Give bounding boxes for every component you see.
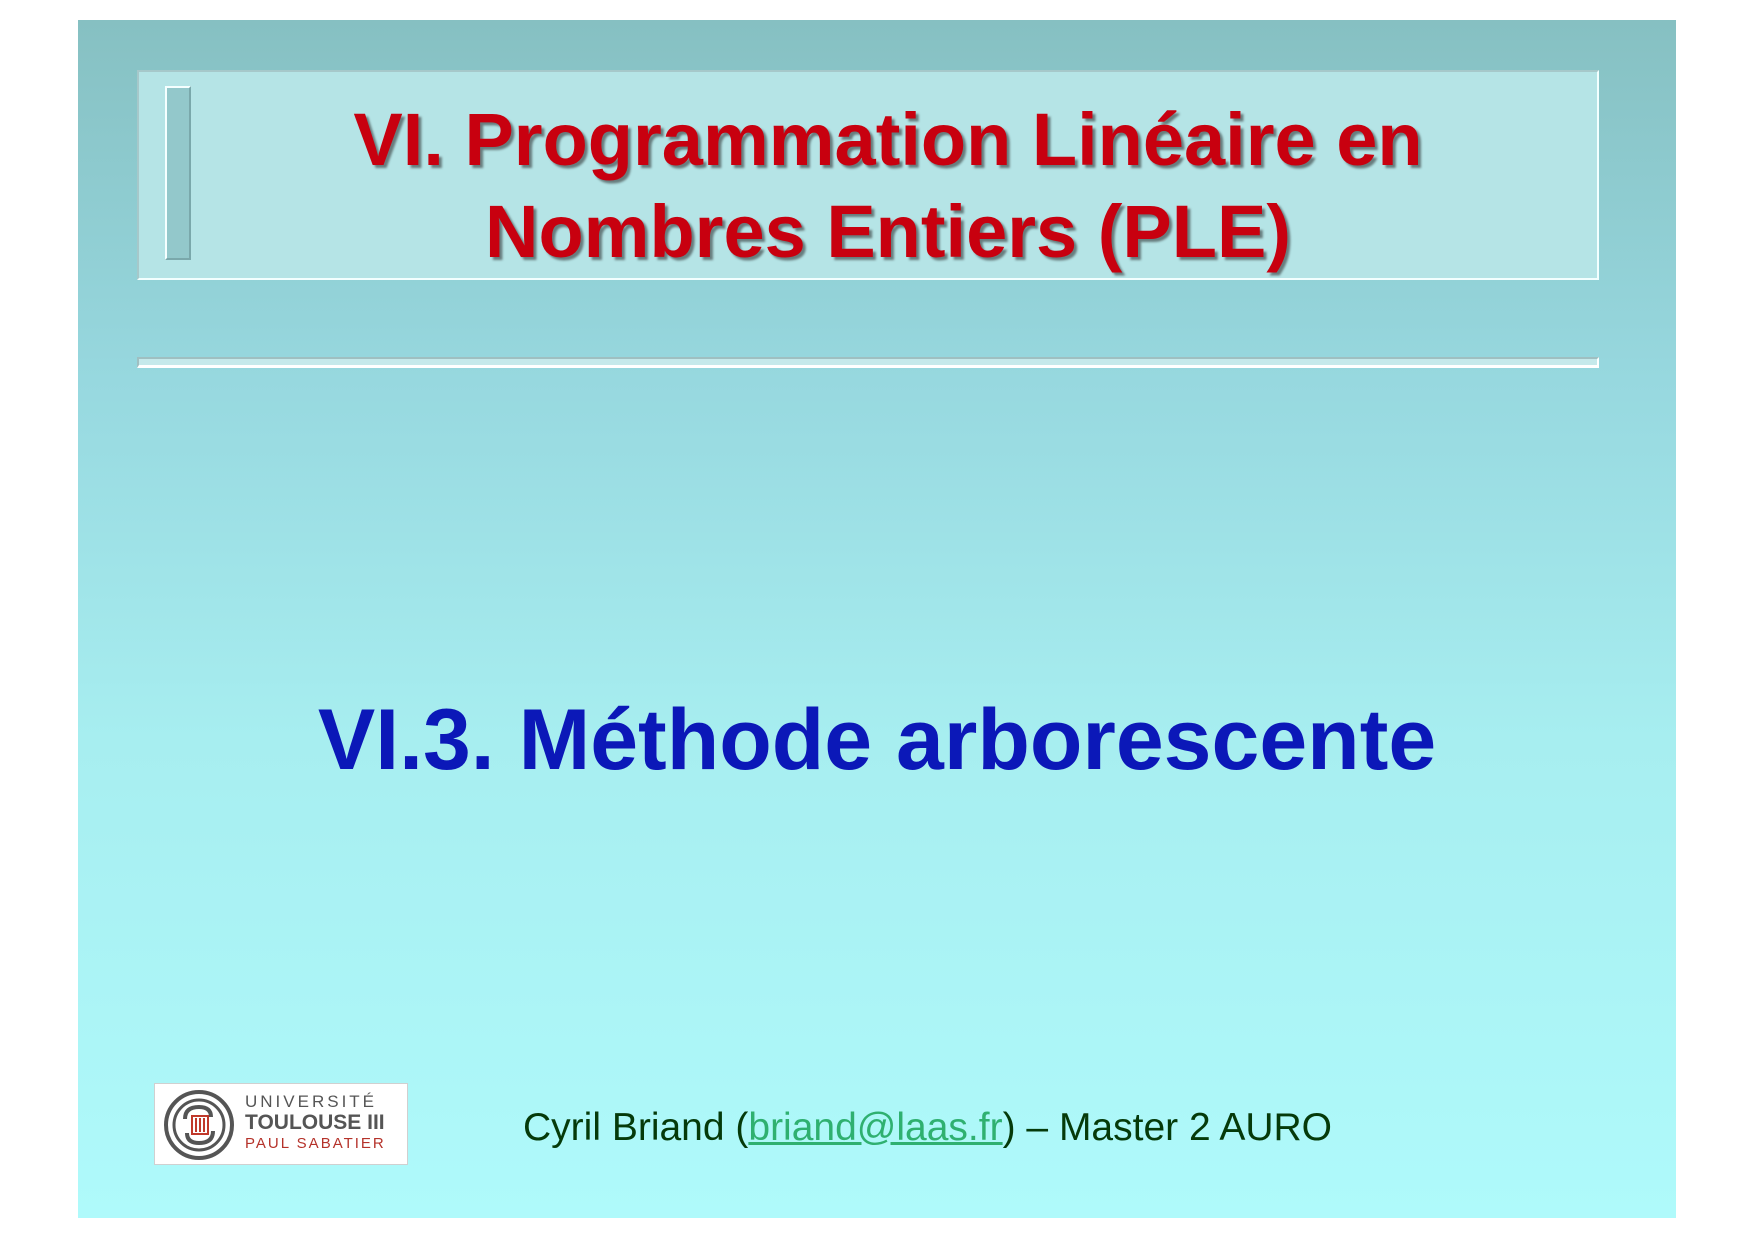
email-link[interactable]: briand@laas.fr: [748, 1106, 1003, 1149]
slide-title-line2: Nombres Entiers (PLE): [485, 190, 1291, 273]
footer-credit: Cyril Briand (briand@laas.fr) – Master 2…: [523, 1105, 1332, 1151]
title-accent-bar: [165, 86, 191, 260]
slide-title: VI. Programmation Linéaire en Nombres En…: [199, 94, 1577, 278]
slide-title-line1: VI. Programmation Linéaire en: [353, 98, 1423, 181]
footer-suffix: ) – Master 2 AURO: [1002, 1106, 1333, 1149]
slide-subtitle: VI.3. Méthode arborescente: [317, 692, 1437, 788]
title-box: VI. Programmation Linéaire en Nombres En…: [137, 70, 1599, 280]
slide: VI. Programmation Linéaire en Nombres En…: [78, 20, 1676, 1218]
logo-text: UNIVERSITÉ TOULOUSE III PAUL SABATIER: [245, 1092, 386, 1154]
university-seal-icon: [164, 1090, 234, 1160]
logo-line2: TOULOUSE III: [245, 1111, 385, 1134]
footer-author: Cyril Briand (: [523, 1106, 749, 1149]
title-divider: [137, 357, 1599, 368]
logo-line1: UNIVERSITÉ: [245, 1092, 378, 1111]
logo-line3: PAUL SABATIER: [245, 1135, 386, 1152]
university-logo: UNIVERSITÉ TOULOUSE III PAUL SABATIER: [154, 1083, 408, 1165]
